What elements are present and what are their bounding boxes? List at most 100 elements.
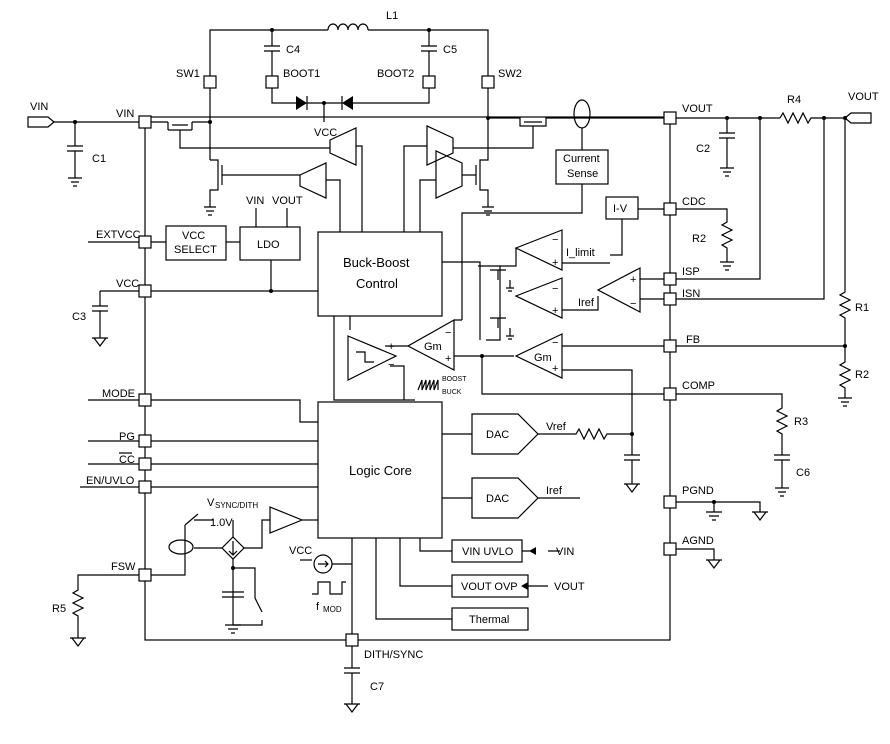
svg-text:+: +	[388, 341, 394, 353]
svg-text:VIN: VIN	[246, 195, 264, 207]
svg-text:VIN: VIN	[116, 108, 134, 120]
l1-label: L1	[386, 10, 398, 22]
pin-pgnd	[663, 495, 677, 509]
svg-text:VOUT: VOUT	[272, 195, 303, 207]
boot2-label: BOOT2	[377, 68, 414, 80]
svg-text:FSW: FSW	[111, 561, 136, 573]
pin-fb	[663, 339, 677, 353]
pin-mode	[138, 393, 152, 407]
svg-text:EN/UVLO: EN/UVLO	[86, 475, 135, 487]
vcc-boot-label: VCC	[314, 127, 337, 139]
boot1-label: BOOT1	[283, 68, 320, 80]
pin-isn	[663, 292, 677, 306]
svg-text:DAC: DAC	[486, 429, 509, 441]
svg-text:Thermal: Thermal	[469, 614, 509, 626]
pin-extvcc	[138, 235, 152, 249]
svg-text:LDO: LDO	[257, 239, 280, 251]
svg-text:C4: C4	[286, 44, 300, 56]
svg-text:VOUT: VOUT	[682, 103, 713, 115]
svg-text:PG: PG	[119, 431, 135, 443]
svg-text:+: +	[445, 353, 451, 365]
svg-text:VIN: VIN	[30, 101, 48, 113]
current-amp: + −	[596, 267, 641, 313]
svg-text:C6: C6	[796, 467, 810, 479]
svg-text:−: −	[630, 298, 636, 310]
svg-text:CDC: CDC	[682, 196, 706, 208]
pin-sw1	[203, 75, 217, 89]
svg-text:C1: C1	[92, 153, 106, 165]
svg-text:R4: R4	[787, 94, 801, 106]
svg-text:Gm: Gm	[534, 352, 552, 364]
capacitor-c4: C4	[264, 28, 300, 78]
svg-text:+: +	[552, 257, 558, 269]
svg-text:C2: C2	[696, 143, 710, 155]
svg-text:BUCK: BUCK	[442, 389, 462, 396]
ic-outline	[144, 116, 671, 641]
current-sense-block	[555, 149, 609, 185]
svg-text:I_limit: I_limit	[566, 247, 595, 259]
svg-text:Vref: Vref	[546, 421, 567, 433]
svg-text:VIN UVLO: VIN UVLO	[462, 546, 514, 558]
svg-text:R1: R1	[855, 302, 869, 314]
svg-text:R3: R3	[794, 416, 808, 428]
ilimit-comparator: − + I_limit	[478, 229, 610, 341]
svg-text:C5: C5	[443, 44, 457, 56]
vout-network: C2 R4 VOUT	[676, 91, 879, 177]
svg-text:1.0V: 1.0V	[210, 517, 233, 529]
svg-text:DITH/SYNC: DITH/SYNC	[364, 649, 423, 661]
pin-cc	[138, 457, 152, 471]
svg-text:AGND: AGND	[682, 535, 714, 547]
pin-isp	[663, 272, 677, 286]
svg-text:C7: C7	[370, 681, 384, 693]
svg-text:−: −	[552, 283, 558, 295]
pin-boot2	[422, 75, 436, 89]
svg-text:−: −	[445, 327, 451, 339]
svg-text:Logic Core: Logic Core	[349, 463, 412, 478]
pin-pg	[138, 434, 152, 448]
vcc-select-block	[165, 225, 227, 261]
capacitor-c5: C5	[421, 28, 457, 78]
pwm-comparator: + −	[333, 316, 415, 401]
buck-switches	[151, 88, 363, 232]
svg-text:MODE: MODE	[102, 388, 135, 400]
svg-text:Buck-Boost: Buck-Boost	[343, 255, 410, 270]
svg-text:R5: R5	[52, 603, 66, 615]
dac-vref: DAC Vref	[442, 413, 640, 493]
svg-text:+: +	[552, 305, 558, 317]
pin-vin	[138, 115, 152, 129]
svg-text:Iref: Iref	[546, 485, 563, 497]
svg-text:VOUT OVP: VOUT OVP	[461, 581, 518, 593]
fmod-source: VCC f MOD	[289, 545, 352, 614]
svg-text:Sense: Sense	[567, 168, 598, 180]
svg-text:VOUT: VOUT	[554, 581, 585, 593]
svg-text:COMP: COMP	[682, 380, 715, 392]
svg-text:ISP: ISP	[682, 266, 700, 278]
svg-text:SELECT: SELECT	[174, 244, 217, 256]
logic-core-block	[317, 401, 443, 539]
comp-network: R3 C6	[676, 393, 810, 497]
pin-agnd	[663, 542, 677, 556]
svg-text:Iref: Iref	[578, 297, 595, 309]
svg-text:Control: Control	[356, 276, 398, 291]
vin-terminal: VIN C1	[27, 101, 139, 187]
svg-text:SYNC/DITH: SYNC/DITH	[215, 501, 258, 510]
boost-switches	[403, 88, 664, 232]
svg-text:V: V	[207, 497, 215, 509]
sw2-label: SW2	[498, 68, 522, 80]
boost-buck-ramp: BOOST BUCK	[417, 376, 467, 396]
pin-vcc	[138, 284, 152, 298]
svg-text:VCC: VCC	[289, 545, 312, 557]
dac-iref: DAC Iref	[442, 477, 580, 519]
svg-text:DAC: DAC	[486, 493, 509, 505]
svg-text:ISN: ISN	[682, 288, 700, 300]
pin-sw2	[481, 75, 495, 89]
buck-boost-control-block	[317, 231, 443, 317]
inductor-l1: L1	[209, 10, 489, 78]
svg-text:+: +	[552, 363, 558, 375]
cdc-network: R2	[676, 208, 734, 271]
svg-text:VCC: VCC	[116, 278, 139, 290]
svg-text:FB: FB	[686, 334, 700, 346]
svg-text:CC: CC	[119, 454, 135, 466]
svg-text:C3: C3	[72, 311, 86, 323]
